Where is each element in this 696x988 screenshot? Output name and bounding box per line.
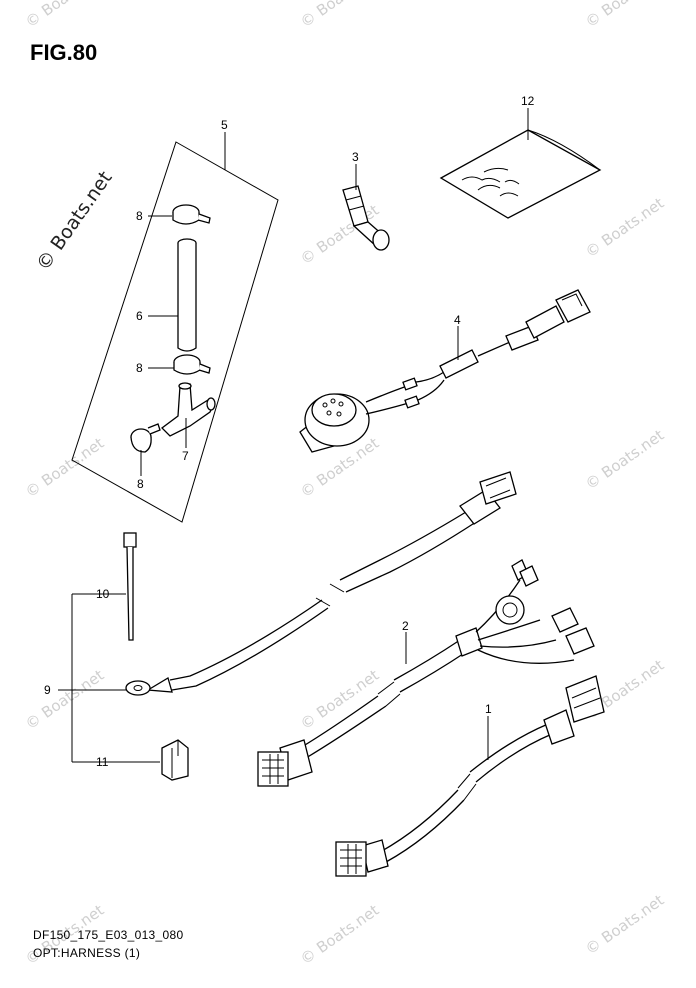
leader-lines xyxy=(58,108,529,763)
watermark: © Boats.net xyxy=(582,891,667,958)
callouts: 5 8 6 8 7 8 3 12 4 2 1 10 9 11 xyxy=(44,94,535,769)
clamp-top xyxy=(172,204,211,225)
watermark: © Boats.net xyxy=(582,0,667,31)
callout-11: 11 xyxy=(96,755,109,769)
callout-9: 9 xyxy=(44,683,51,697)
watermark: © Boats.net xyxy=(22,0,107,31)
watermark: © Boats.net xyxy=(297,901,382,968)
callout-12: 12 xyxy=(521,94,535,108)
parts-bag xyxy=(439,129,602,219)
cable-tie xyxy=(123,532,137,641)
callout-8: 8 xyxy=(137,477,144,491)
watermark: © Boats.net xyxy=(22,434,107,501)
clamp-middle xyxy=(173,354,211,375)
figure-title: FIG.80 xyxy=(30,40,98,65)
main-harness xyxy=(257,559,595,787)
fuse-clip xyxy=(161,739,189,781)
watermark: © Boats.net xyxy=(22,666,107,733)
hose xyxy=(177,238,197,352)
watermark: © Boats.net xyxy=(582,194,667,261)
grommet-plug xyxy=(342,185,390,251)
buzzer-harness xyxy=(299,289,591,453)
extension-harness xyxy=(335,675,605,877)
callout-7: 7 xyxy=(182,449,189,463)
figure-code: DF150_175_E03_013_080 xyxy=(33,928,184,942)
callout-6: 6 xyxy=(136,309,143,323)
callout-1: 1 xyxy=(485,702,492,716)
callout-4: 4 xyxy=(454,313,461,327)
clamp-bottom xyxy=(130,423,161,453)
callout-8: 8 xyxy=(136,361,143,375)
watermark: © Boats.net xyxy=(297,0,382,31)
watermark: © Boats.net xyxy=(582,426,667,493)
tee-fitting xyxy=(161,382,216,437)
watermark-grid: © Boats.net © Boats.net © Boats.net © Bo… xyxy=(22,0,667,968)
callout-5: 5 xyxy=(221,118,228,132)
callout-3: 3 xyxy=(352,150,359,164)
kit-outline xyxy=(71,141,279,523)
callout-8: 8 xyxy=(136,209,143,223)
callout-2: 2 xyxy=(402,619,409,633)
lead-wire xyxy=(125,471,517,696)
callout-10: 10 xyxy=(96,587,110,601)
figure-caption: OPT:HARNESS (1) xyxy=(33,946,141,960)
watermark-bold: © Boats.net xyxy=(32,167,117,275)
